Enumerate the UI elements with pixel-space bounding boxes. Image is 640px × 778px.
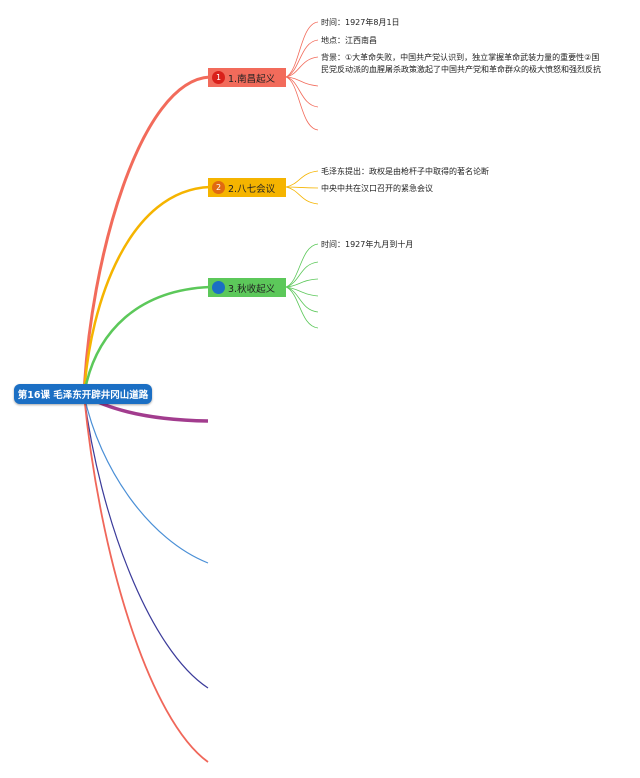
- branch-line-7: [83, 394, 209, 763]
- circle-icon: [212, 281, 225, 294]
- branch-line-baqi: [82, 185, 211, 396]
- topic-autumn-harvest-uprising[interactable]: 3.秋收起义: [208, 278, 286, 297]
- topic-label: 1.南昌起义: [228, 73, 276, 85]
- branch-line-6: [83, 394, 209, 689]
- root-topic[interactable]: 第16课 毛泽东开辟井冈山道路: [14, 384, 152, 404]
- branch-line-5: [83, 394, 209, 564]
- topic-label: 2.八七会议: [228, 183, 276, 195]
- topic-label: 3.秋收起义: [228, 283, 276, 295]
- leaf-nanchang-time[interactable]: 时间：1927年8月1日: [321, 18, 400, 27]
- leaf-baqi-emergency-meeting[interactable]: 中央中共在汉口召开的紧急会议: [321, 184, 433, 193]
- branch-line-nanchang: [82, 75, 211, 396]
- leaf-nanchang-place[interactable]: 地点：江西南昌: [321, 36, 377, 45]
- circled-number-1-icon: 1: [212, 71, 225, 84]
- branch-line-qiushou: [82, 285, 211, 396]
- circled-number-2-icon: 2: [212, 181, 225, 194]
- leaf-qiushou-time[interactable]: 时间：1927年九月到十月: [321, 240, 414, 249]
- leaf-nanchang-background[interactable]: 背景：①大革命失败，中国共产党认识到，独立掌握革命武装力量的重要性②国民党反动派…: [321, 53, 601, 74]
- topic-nanchang-uprising[interactable]: 1 1.南昌起义: [208, 68, 286, 87]
- topic-baqi-meeting[interactable]: 2 2.八七会议: [208, 178, 286, 197]
- leaf-baqi-mao-statement[interactable]: 毛泽东提出：政权是由枪杆子中取得的著名论断: [321, 167, 489, 176]
